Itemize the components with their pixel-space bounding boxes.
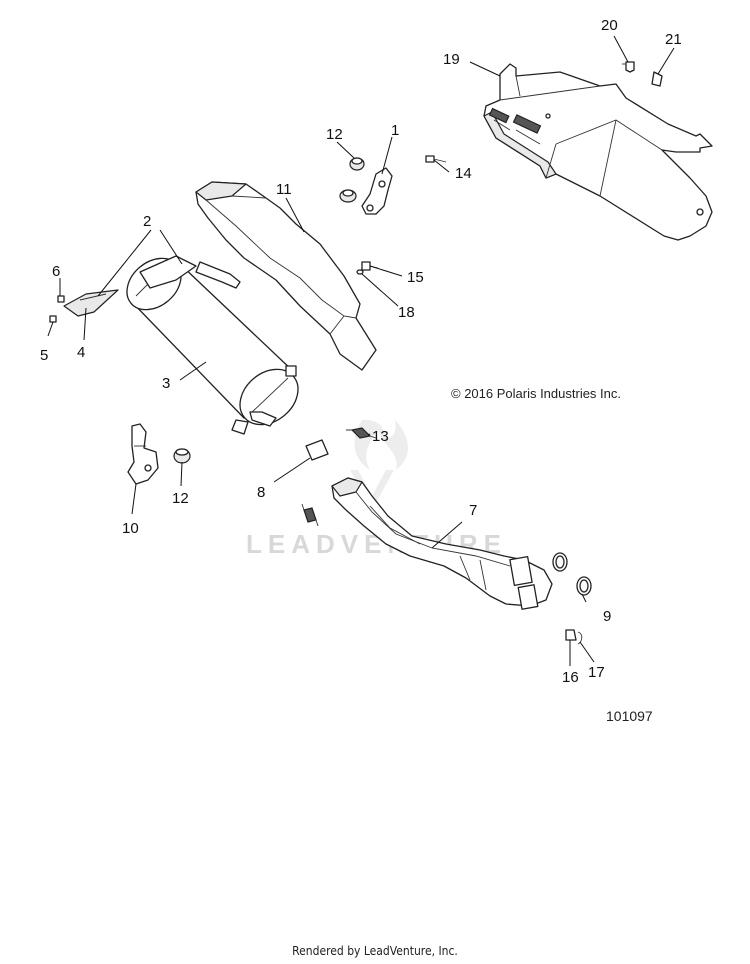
callout-13: 13 [372,428,389,445]
part-14-bolt[interactable] [425,155,447,163]
part-12-grommet-upper[interactable] [339,157,365,203]
part-13-spring-2[interactable] [301,503,319,527]
callout-10: 10 [122,520,139,537]
callout-6: 6 [52,263,60,280]
part-12-grommet-lower[interactable] [173,448,191,464]
part-6-screw[interactable] [57,295,65,303]
callout-17: 17 [588,664,605,681]
part-20-screw[interactable] [622,61,635,73]
copyright-notice: © 2016 Polaris Industries Inc. [451,386,621,401]
diagram-number: 101097 [606,708,653,724]
part-10-bracket[interactable] [127,423,159,485]
part-1-bracket[interactable] [361,167,393,215]
callout-15: 15 [407,269,424,286]
callout-5: 5 [40,347,48,364]
rendered-by-footer: Rendered by LeadVenture, Inc. [292,944,458,958]
part-17-clip[interactable] [577,631,583,645]
watermark-logo-icon [350,419,408,510]
callout-2: 2 [143,213,151,230]
part-11-heat-shield[interactable] [195,181,377,371]
callout-labels: 1 2 3 4 5 6 7 8 9 10 11 12 12 13 14 15 1… [40,17,682,686]
callout-20: 20 [601,17,618,34]
callout-1: 1 [391,122,399,139]
callout-12-upper: 12 [326,126,343,143]
callout-11: 11 [276,181,292,198]
callout-14: 14 [455,165,472,182]
callout-21: 21 [665,31,682,48]
part-19-heat-shield[interactable] [483,63,713,241]
callout-9: 9 [603,608,611,625]
callout-18: 18 [398,304,415,321]
callout-16: 16 [562,669,579,686]
callout-8: 8 [257,484,265,501]
callout-12-lower: 12 [172,490,189,507]
part-18-washer[interactable] [356,269,364,275]
part-7-head-pipe[interactable] [331,477,553,610]
callout-3: 3 [162,375,170,392]
part-13-spring[interactable] [346,427,377,439]
part-5-screw[interactable] [49,315,57,323]
callout-19: 19 [443,51,460,68]
callout-4: 4 [77,344,85,361]
part-4-end-cap[interactable] [63,289,119,317]
leader-lines [47,35,675,666]
part-9-gasket[interactable] [552,552,592,596]
part-16-nut[interactable] [565,629,577,641]
callout-7: 7 [469,502,477,519]
part-21-clip[interactable] [651,71,663,87]
part-8-sleeve[interactable] [305,439,329,461]
